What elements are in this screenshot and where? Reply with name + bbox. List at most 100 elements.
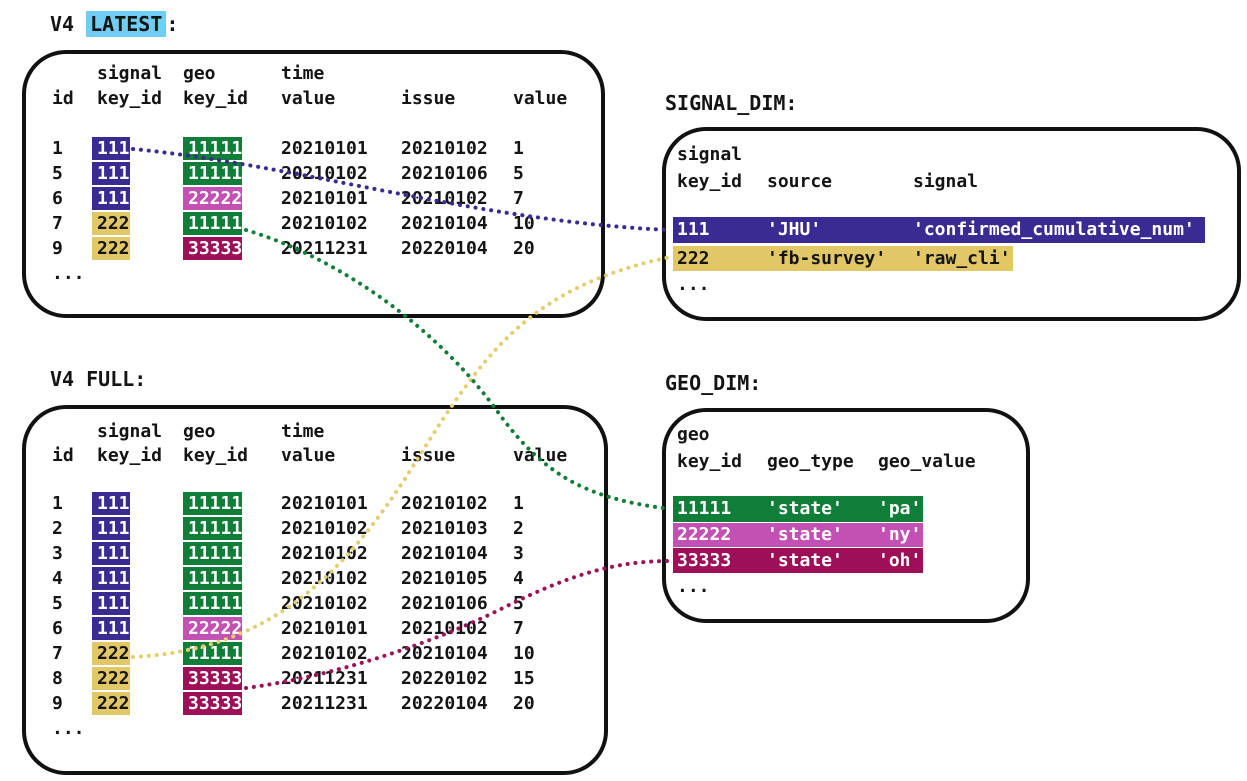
v4-full-ellipsis-row: ... — [0, 716, 1247, 741]
geo-key-cell-bg — [183, 692, 242, 715]
issue-cell: 20220104 — [401, 693, 488, 714]
signal-key-cell: 111 — [97, 568, 130, 589]
id-cell: 6 — [52, 188, 63, 209]
signal-dim-row-bg — [673, 217, 1205, 243]
signal-key-cell: 111 — [97, 593, 130, 614]
geo-type-cell: 'state' — [767, 550, 843, 571]
v4-latest-ellipsis-row: ... — [0, 261, 1247, 286]
issue-cell: 20210104 — [401, 643, 488, 664]
col-header-signal-key-id: key_id — [97, 88, 163, 109]
id-cell: 1 — [52, 138, 63, 159]
col-header-time-value: value — [281, 88, 336, 109]
value-cell: 15 — [513, 668, 535, 689]
geo-key-id-cell: 33333 — [677, 550, 732, 571]
signal-name-cell: 'raw_cli' — [913, 248, 1011, 269]
geo-value-cell: 'oh' — [878, 550, 922, 571]
id-cell: 5 — [52, 593, 63, 614]
v4-full-title: V4 FULL: — [50, 367, 147, 391]
signal-dim-table-row: 222'fb-survey''raw_cli' — [0, 246, 1247, 271]
signal-key-cell-bg — [92, 617, 130, 640]
col-header-geo-key-id: key_id — [183, 88, 249, 109]
value-cell: 20 — [513, 693, 535, 714]
value-cell: 7 — [513, 618, 524, 639]
signal-key-id-cell: 111 — [677, 219, 710, 240]
issue-cell: 20210102 — [401, 618, 488, 639]
geo-key-id-cell: 11111 — [677, 498, 732, 519]
id-cell: 7 — [52, 643, 63, 664]
signal-key-cell-bg — [92, 642, 130, 665]
id-cell: 3 — [52, 543, 63, 564]
geo-value-cell: 'ny' — [878, 524, 922, 545]
ellipsis: ... — [52, 263, 85, 284]
geo-dim-row-bg — [673, 523, 923, 547]
signal-key-cell-bg — [92, 162, 130, 185]
signal-dim-ellipsis-row: ... — [0, 272, 1247, 297]
signal-dim-header-line2: key_id source signal — [0, 169, 1247, 194]
id-cell: 1 — [52, 493, 63, 514]
geo-key-cell: 22222 — [188, 618, 243, 639]
ellipsis: ... — [677, 576, 710, 597]
source-cell: 'JHU' — [767, 219, 822, 240]
signal-key-cell-bg — [92, 212, 130, 235]
id-cell: 7 — [52, 213, 63, 234]
geo-key-cell: 33333 — [188, 238, 243, 259]
id-cell: 9 — [52, 693, 63, 714]
col-header-key-id: key_id — [677, 451, 743, 472]
geo-dim-row-bg — [673, 496, 923, 522]
geo-dim-row-bg — [673, 548, 923, 573]
col-header-signal-name: signal — [913, 171, 979, 192]
v4-latest-title: V4 LATEST: — [50, 11, 179, 37]
signal-key-cell: 111 — [97, 618, 130, 639]
signal-key-cell: 111 — [97, 163, 130, 184]
signal-name-cell: 'confirmed_cumulative_num' — [913, 219, 1195, 240]
col-header-geo: geo — [677, 424, 710, 445]
geo-value-cell: 'pa' — [878, 498, 922, 519]
v4-latest-title-suffix: : — [166, 12, 179, 36]
col-header-geo-value: geo_value — [878, 451, 976, 472]
signal-key-id-cell: 222 — [677, 248, 710, 269]
geo-dim-header-line2: key_id geo_type geo_value — [0, 449, 1247, 474]
id-cell: 9 — [52, 238, 63, 259]
signal-key-cell: 222 — [97, 643, 130, 664]
signal-key-cell: 222 — [97, 668, 130, 689]
signal-key-cell-bg — [92, 137, 130, 160]
col-header-id: id — [52, 88, 74, 109]
v4-latest-header-line2: id key_id key_id value issue value — [0, 86, 1247, 111]
col-header-geo-type: geo_type — [767, 451, 854, 472]
geo-type-cell: 'state' — [767, 498, 843, 519]
geo-dim-table-row: 33333 'state' 'oh' — [0, 548, 1247, 573]
geo-type-cell: 'state' — [767, 524, 843, 545]
col-header-issue: issue — [401, 88, 456, 109]
col-header-signal: signal — [97, 63, 163, 84]
col-header-source: source — [767, 171, 833, 192]
signal-key-cell: 111 — [97, 543, 130, 564]
value-cell: 10 — [513, 643, 535, 664]
col-header-key-id: key_id — [677, 171, 743, 192]
col-header-time: time — [281, 63, 325, 84]
geo-dim-table-row: 11111 'state' 'pa' — [0, 496, 1247, 522]
signal-key-cell-bg — [92, 592, 130, 615]
signal-dim-header-line1: signal — [0, 142, 1247, 167]
signal-dim-row-bg — [673, 246, 1013, 271]
signal-key-cell-bg — [92, 542, 130, 565]
id-cell: 5 — [52, 163, 63, 184]
geo-dim-header-line1: geo — [0, 422, 1247, 447]
signal-key-cell: 222 — [97, 213, 130, 234]
time-value-cell: 20211231 — [281, 668, 368, 689]
col-header-value: value — [513, 88, 568, 109]
signal-key-cell: 111 — [97, 188, 130, 209]
signal-key-cell-bg — [92, 237, 130, 260]
issue-cell: 20220102 — [401, 668, 488, 689]
col-header-id: id — [52, 445, 74, 466]
geo-dim-title: GEO_DIM: — [665, 371, 762, 395]
signal-dim-title: SIGNAL_DIM: — [665, 91, 798, 115]
time-value-cell: 20210101 — [281, 618, 368, 639]
geo-dim-ellipsis-row: ... — [0, 574, 1247, 599]
signal-key-cell: 222 — [97, 238, 130, 259]
time-value-cell: 20210102 — [281, 643, 368, 664]
